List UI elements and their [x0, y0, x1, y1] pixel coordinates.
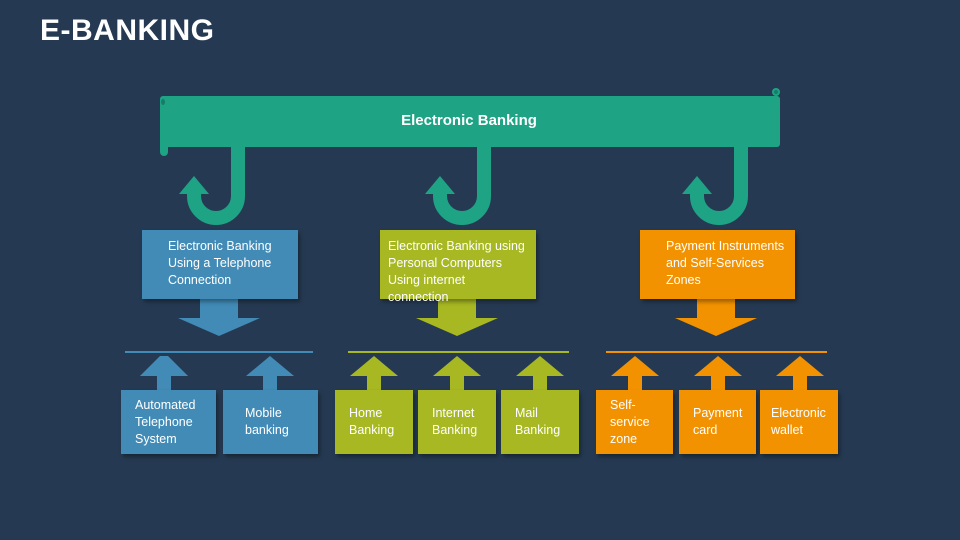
category-label: Electronic Banking using Personal Comput… [388, 239, 525, 304]
banner-label: Electronic Banking [401, 112, 537, 129]
banner-left-curl-detail [161, 99, 165, 105]
up-arrow-blue-2 [246, 356, 294, 376]
uturn-arrowhead-2 [425, 176, 455, 194]
leaf-box-automated-telephone-system[interactable]: Automated Telephone System [121, 390, 216, 454]
banner-scroll [160, 88, 780, 156]
page-title: E-BANKING [40, 14, 215, 47]
down-arrow-green [416, 298, 498, 336]
category-label: Payment Instruments and Self-Services Zo… [666, 239, 785, 287]
uturn-arrow-3 [690, 147, 748, 225]
down-arrow-blue [178, 298, 260, 336]
leaf-label: Mobile banking [245, 406, 289, 437]
leaf-label: Self-service zone [610, 397, 650, 446]
up-arrow-orange-2 [694, 356, 742, 376]
leaf-label: Automated Telephone System [135, 397, 196, 446]
category-box-personal-computers[interactable]: Electronic Banking using Personal Comput… [380, 230, 536, 304]
leaf-box-home-banking[interactable]: Home Banking [335, 390, 413, 454]
leaf-label: Payment card [693, 406, 743, 437]
leaf-label: Electronic wallet [771, 406, 826, 437]
up-arrow-green-2 [433, 356, 481, 376]
leaf-box-mobile-banking[interactable]: Mobile banking [223, 390, 318, 454]
leaf-box-electronic-wallet[interactable]: Electronic wallet [760, 390, 838, 454]
leaf-box-self-service-zone[interactable]: Self-service zone [596, 390, 673, 454]
leaf-box-mail-banking[interactable]: Mail Banking [501, 390, 579, 454]
up-arrow-orange-1 [611, 356, 659, 376]
leaf-box-payment-card[interactable]: Payment card [679, 390, 756, 454]
up-arrow-orange-3 [776, 356, 824, 376]
leaf-box-internet-banking[interactable]: Internet Banking [418, 390, 496, 454]
category-box-payment-instruments[interactable]: Payment Instruments and Self-Services Zo… [640, 230, 795, 299]
category-label: Electronic Banking Using a Telephone Con… [168, 239, 272, 287]
banner-body [160, 96, 780, 147]
uturn-arrow-1 [187, 147, 245, 225]
leaf-label: Mail Banking [515, 406, 561, 437]
leaf-label: Home Banking [349, 406, 395, 437]
up-arrow-green-3 [516, 356, 564, 376]
uturn-arrow-2 [433, 147, 491, 225]
up-arrow-green-1 [350, 356, 398, 376]
category-box-telephone[interactable]: Electronic Banking Using a Telephone Con… [142, 230, 298, 299]
banner-left-curl [160, 96, 168, 156]
uturn-arrowhead-3 [682, 176, 712, 194]
down-arrow-orange [675, 298, 757, 336]
uturn-arrowhead-1 [179, 176, 209, 194]
leaf-label: Internet Banking [432, 406, 478, 437]
